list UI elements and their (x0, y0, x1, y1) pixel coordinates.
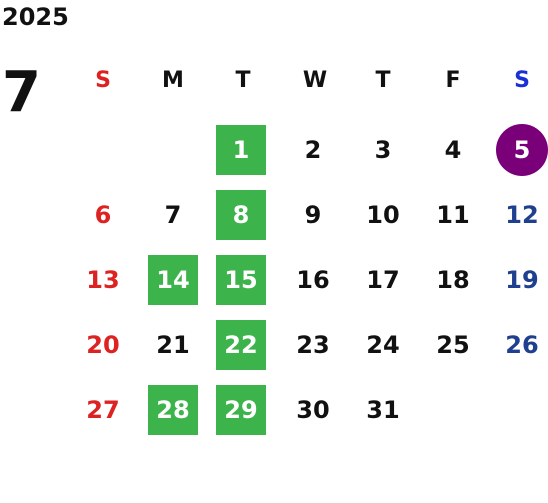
calendar-day[interactable]: 10 (366, 201, 400, 229)
calendar-day[interactable]: 17 (366, 266, 400, 294)
calendar-day[interactable]: 24 (366, 331, 400, 359)
calendar-day[interactable]: 3 (374, 136, 392, 164)
calendar-day[interactable]: 4 (444, 136, 462, 164)
calendar-day[interactable]: 15 (216, 255, 266, 305)
calendar-day[interactable]: 16 (296, 266, 330, 294)
weekday-friday: F (445, 68, 461, 93)
calendar-day[interactable]: 20 (86, 331, 120, 359)
calendar-day[interactable]: 21 (156, 331, 190, 359)
month-label: 7 (2, 60, 41, 125)
weekday-tuesday: T (235, 68, 251, 93)
weekday-thursday: T (375, 68, 391, 93)
weekday-sunday: S (95, 68, 111, 93)
weekday-saturday: S (514, 68, 530, 93)
year-label: 2025 (2, 3, 69, 31)
calendar-day[interactable]: 19 (505, 266, 539, 294)
calendar-day[interactable]: 1 (216, 125, 266, 175)
calendar-day[interactable]: 26 (505, 331, 539, 359)
calendar-day[interactable]: 6 (94, 201, 112, 229)
calendar-day[interactable]: 11 (436, 201, 470, 229)
calendar-day[interactable]: 9 (304, 201, 322, 229)
calendar-day[interactable]: 7 (164, 201, 182, 229)
calendar-day[interactable]: 29 (216, 385, 266, 435)
calendar-day[interactable]: 27 (86, 396, 120, 424)
calendar-day[interactable]: 25 (436, 331, 470, 359)
weekday-monday: M (162, 68, 184, 93)
calendar-day[interactable]: 22 (216, 320, 266, 370)
weekday-wednesday: W (302, 68, 328, 93)
calendar-day[interactable]: 31 (366, 396, 400, 424)
calendar-day[interactable]: 28 (148, 385, 198, 435)
calendar-day[interactable]: 23 (296, 331, 330, 359)
calendar-day[interactable]: 8 (216, 190, 266, 240)
calendar-day[interactable]: 18 (436, 266, 470, 294)
calendar-day[interactable]: 2 (304, 136, 322, 164)
calendar-day[interactable]: 14 (148, 255, 198, 305)
calendar-day[interactable]: 5 (496, 124, 548, 176)
calendar-day[interactable]: 13 (86, 266, 120, 294)
calendar-day[interactable]: 30 (296, 396, 330, 424)
calendar-day[interactable]: 12 (505, 201, 539, 229)
